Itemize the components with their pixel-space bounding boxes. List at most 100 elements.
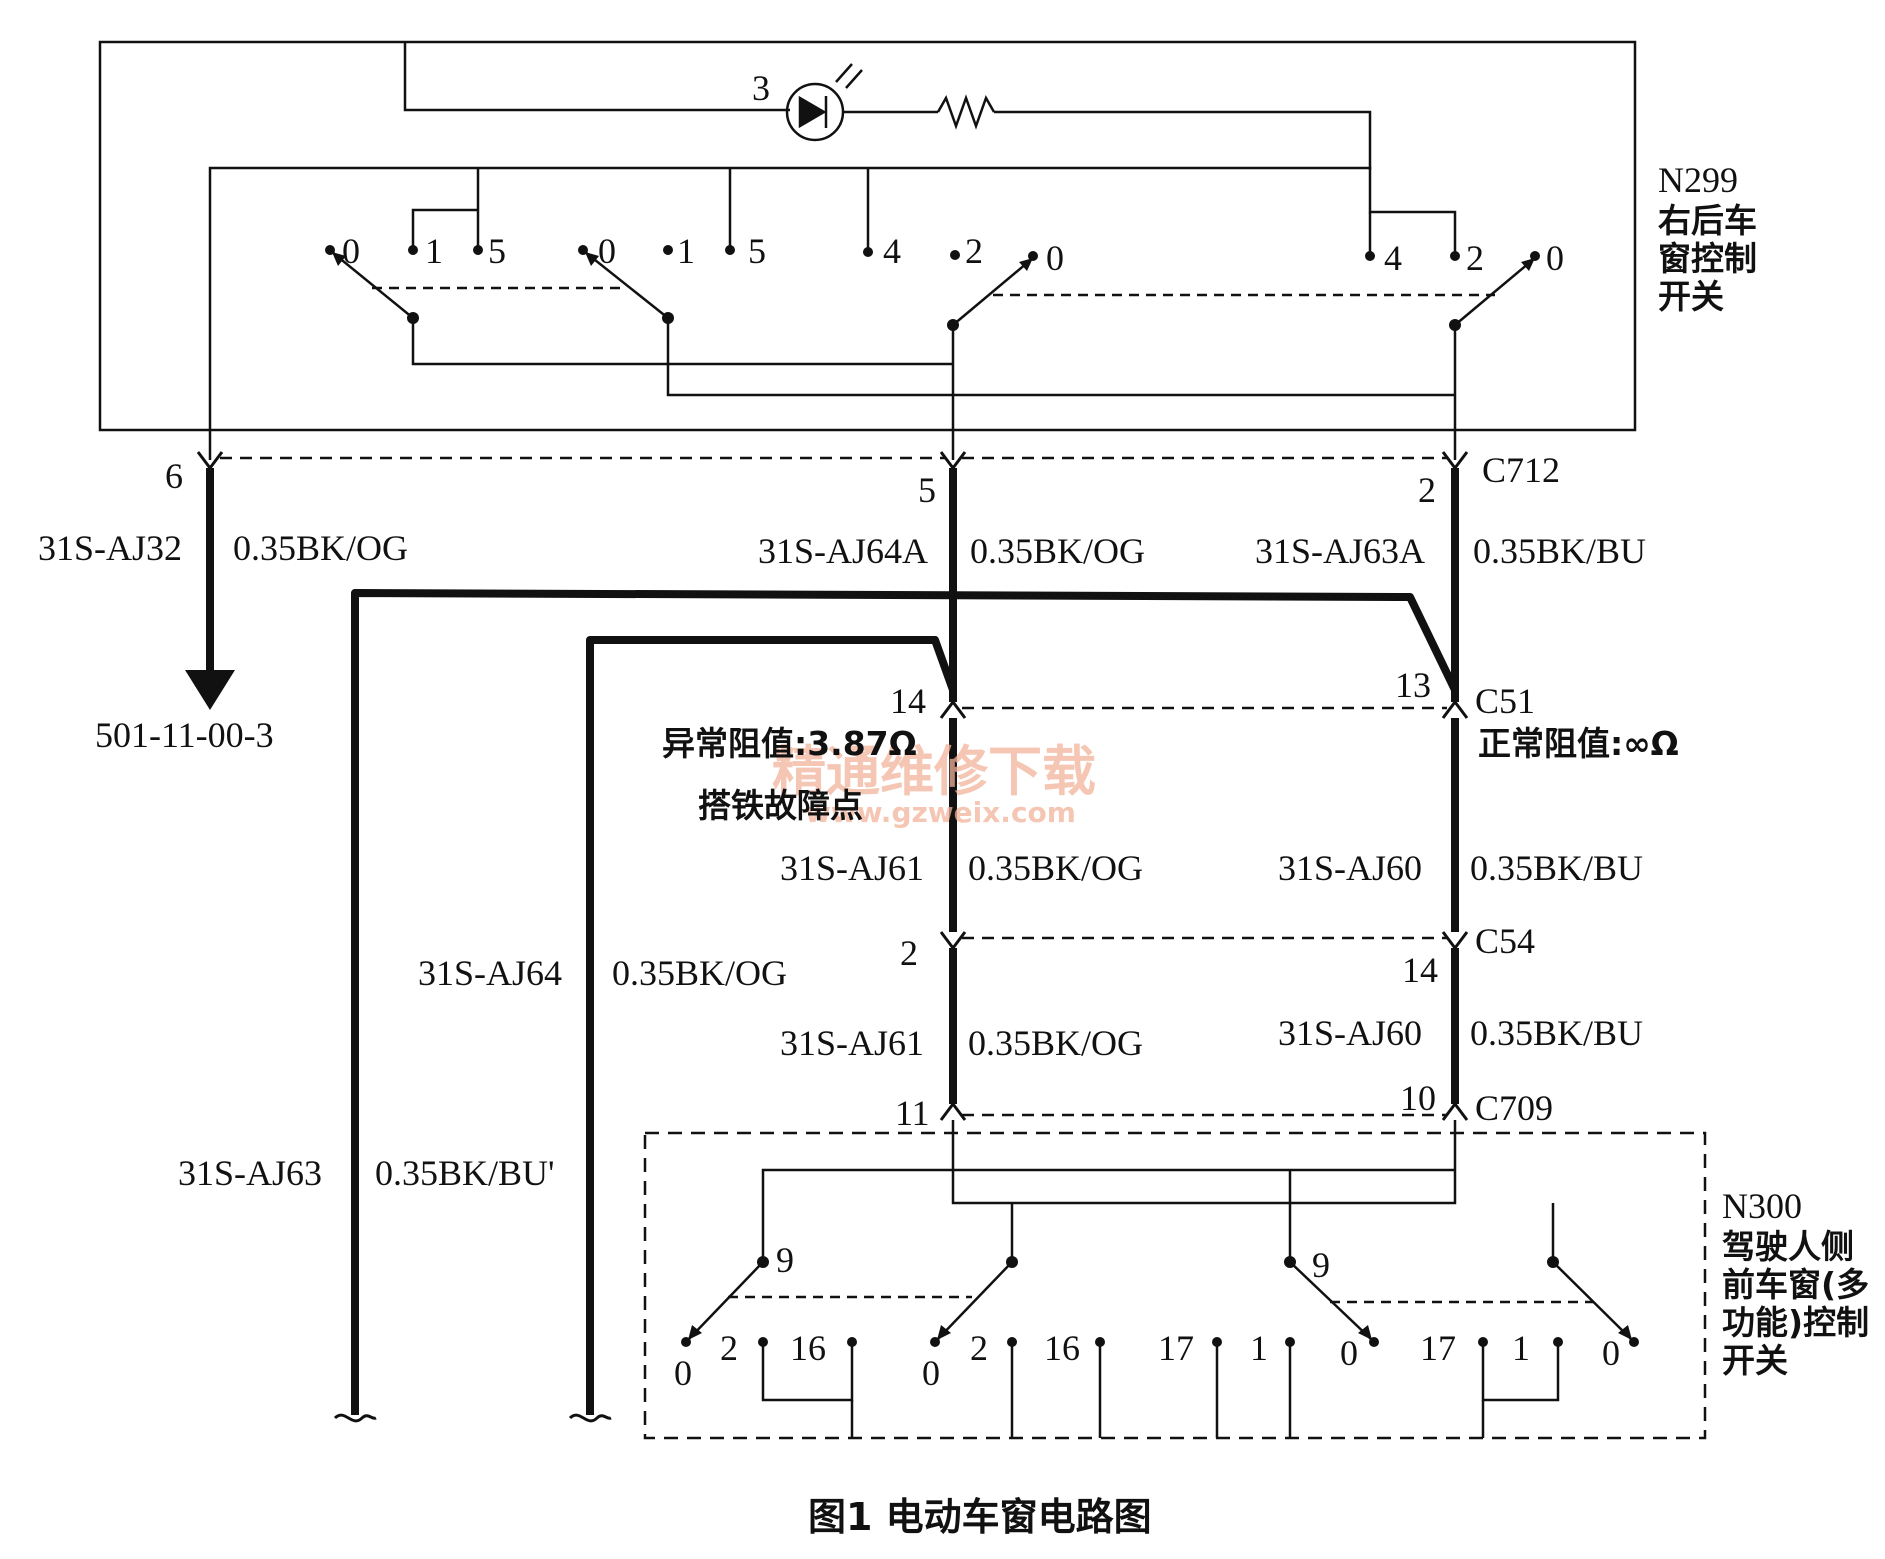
n300-contact-label: 1 [1250,1328,1268,1368]
wire-spec: 0.35BK/OG [612,953,787,993]
n299-switch-block [98,40,1637,460]
n299-contact-label: 5 [488,231,506,271]
n299-contact-label: 2 [1466,238,1484,278]
wire-labels: 31S-AJ32 0.35BK/OG 31S-AJ64A 0.35BK/OG 3… [38,528,1646,1193]
connector-pin: 11 [895,1093,930,1133]
n299-arrowheads [332,252,1535,271]
connector-id: C712 [1482,450,1560,490]
n299-contact-label: 0 [1546,238,1564,278]
n299-contact-label: 0 [1046,238,1064,278]
n300-contact-label: 9 [1312,1245,1330,1285]
connector-id: C709 [1475,1088,1553,1128]
n300-id: N300 [1722,1186,1802,1226]
n299-id: N299 [1658,160,1738,200]
connector-pin: 5 [918,470,936,510]
n299-blade-1 [331,251,414,319]
n299-name-line: 右后车 [1658,201,1757,240]
watermark-title: 精通维修下载 [772,740,1096,803]
wire-spec: 0.35BK/OG [970,531,1145,571]
connector-labels: C712 6 5 2 C51 14 13 C54 2 14 C709 11 10 [165,450,1560,1133]
ground-ref-arrow [185,670,235,710]
n299-outline [98,40,1637,432]
n300-contact-label: 2 [970,1328,988,1368]
n300-contact-dots [681,1256,1639,1347]
n300-contact-label: 0 [674,1353,692,1393]
n299-common-bus [208,166,1457,460]
n299-contact-label: 4 [883,231,901,271]
wire-aj63 [351,589,1459,1415]
wire-spec: 0.35BK/BU [1470,1013,1643,1053]
n300-name-line: 开关 [1722,1341,1788,1380]
n300-contact-label: 16 [1044,1328,1080,1368]
n300-contact-label: 2 [720,1328,738,1368]
wire-circuit: 31S-AJ63A [1255,531,1425,571]
connector-pin: 2 [900,933,918,973]
n300-contact-label: 1 [1512,1328,1530,1368]
n299-contact-label: 0 [598,231,616,271]
n299-contact-labels: 3 0 1 5 0 1 5 4 2 0 4 2 0 [342,68,1564,278]
ground-reference: 501-11-00-3 [95,715,274,755]
n299-name-line: 窗控制 [1658,239,1757,278]
led-triangle [798,95,827,129]
led-feed-wire [403,42,790,112]
harness-wires [206,468,1459,1415]
n299-contact-label: 0 [342,231,360,271]
n300-contact-label: 17 [1420,1328,1456,1368]
led-pin-label: 3 [752,68,770,108]
n300-name-line: 功能)控制 [1722,1303,1869,1342]
wire-circuit: 31S-AJ63 [178,1153,322,1193]
led-light-arrow-a [835,63,853,83]
wire-spec: 0.35BK/OG [968,1023,1143,1063]
wire-circuit: 31S-AJ32 [38,528,182,568]
wire-circuit: 31S-AJ60 [1278,1013,1422,1053]
wire-circuit: 31S-AJ61 [780,848,924,888]
n300-blade-2 [936,1261,1013,1341]
connector-id: C51 [1475,681,1535,721]
connector-id: C54 [1475,921,1535,961]
n300-contact-label: 9 [776,1240,794,1280]
n299-blade-2 [584,251,669,319]
n299-contact-dots [325,245,1540,331]
n299-contact-label: 5 [748,231,766,271]
n299-link-a [411,318,953,366]
wire-spec: 0.35BK/BU' [375,1153,555,1193]
wire-spec: 0.35BK/BU [1473,531,1646,571]
n299-contact-label: 4 [1384,238,1402,278]
n300-switch-block [643,1120,1707,1440]
n299-name-line: 开关 [1658,277,1724,316]
connector-pin: 6 [165,456,183,496]
n299-blade-3 [952,257,1034,326]
wire-spec: 0.35BK/BU [1470,848,1643,888]
watermark-url: www.gzweix.com [805,796,1076,829]
wire-spec: 0.35BK/OG [233,528,408,568]
connector-pin: 14 [890,681,926,721]
n300-contact-labels: 9 9 0 2 16 0 2 16 17 1 0 17 1 0 [674,1240,1620,1393]
n300-name-line: 驾驶人侧 [1722,1227,1854,1266]
n299-blade-4 [1454,257,1536,326]
wire-circuit: 31S-AJ64 [418,953,562,993]
n299-contact-label: 2 [965,231,983,271]
n300-name: N300 驾驶人侧 前车窗(多 功能)控制 开关 [1722,1186,1869,1380]
n299-name: N299 右后车 窗控制 开关 [1658,160,1757,316]
n300-arrowheads [688,1325,1632,1340]
connector-pin: 14 [1402,950,1438,990]
led-light-arrow-b [845,69,863,89]
connector-dashes [220,456,1447,1117]
fault-annotations: 异常阻值:3.87Ω 搭铁故障点 正常阻值:∞Ω [662,724,1679,825]
abnormal-resistance-label: 异常阻值:3.87Ω [662,724,917,763]
figure-caption: 图1 电动车窗电路图 [808,1495,1152,1539]
wire-circuit: 31S-AJ64A [758,531,928,571]
resistor [936,94,996,130]
n300-contact-label: 17 [1158,1328,1194,1368]
wire-circuit: 31S-AJ61 [780,1023,924,1063]
n300-blade-1 [687,1261,764,1341]
n300-contact-label: 16 [790,1328,826,1368]
n299-contact-label: 1 [425,231,443,271]
wire-circuit: 31S-AJ60 [1278,848,1422,888]
normal-resistance-label: 正常阻值:∞Ω [1478,724,1679,763]
n300-outline [643,1131,1707,1440]
n299-contact-label: 1 [677,231,695,271]
n300-contact-label: 0 [1340,1333,1358,1373]
ground-fault-label: 搭铁故障点 [698,786,863,825]
